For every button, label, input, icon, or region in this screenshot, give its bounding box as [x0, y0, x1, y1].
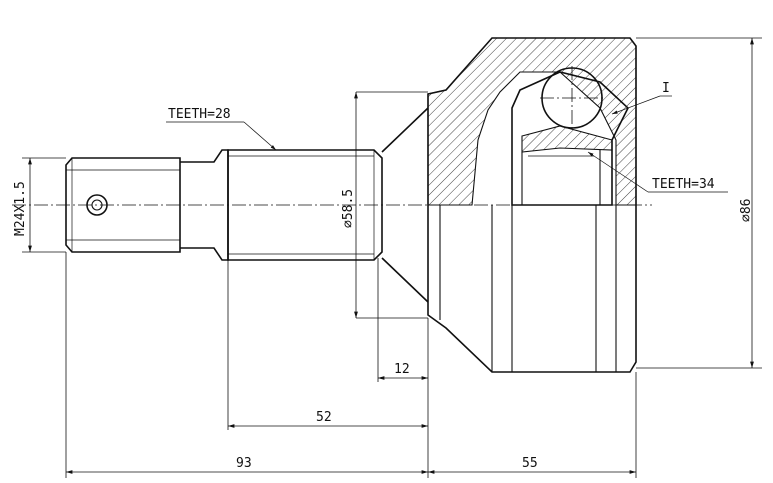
inner-race — [511, 71, 629, 206]
detail-i-label: I — [662, 81, 670, 96]
dim-outer-diameter — [636, 37, 762, 369]
bell-housing-lower — [427, 205, 637, 373]
dim-12 — [377, 258, 429, 478]
leader-teeth-34 — [587, 151, 728, 193]
dim-thread — [22, 157, 66, 253]
dim-52-label: 52 — [316, 410, 332, 425]
teeth-34-label: TEETH=34 — [652, 177, 715, 192]
dim-52 — [227, 260, 428, 430]
thread-stub — [65, 157, 181, 253]
spline-diameter-label: ⌀58.5 — [341, 189, 356, 228]
thread-label: M24X1.5 — [13, 181, 28, 236]
cotter-hole — [86, 194, 108, 216]
dim-93 — [65, 252, 428, 478]
dim-93-label: 93 — [236, 456, 252, 471]
dim-12-label: 12 — [394, 362, 410, 377]
leader-detail-i — [611, 95, 672, 115]
dim-spline-diameter — [354, 91, 428, 319]
dim-55-label: 55 — [522, 456, 538, 471]
leader-teeth-28 — [166, 121, 277, 151]
bell-housing-section — [427, 37, 637, 206]
shaft-flare — [381, 107, 429, 303]
teeth-28-label: TEETH=28 — [168, 107, 231, 122]
ball — [540, 66, 604, 130]
dim-55 — [428, 372, 637, 478]
outer-diameter-label: ⌀86 — [739, 199, 754, 222]
